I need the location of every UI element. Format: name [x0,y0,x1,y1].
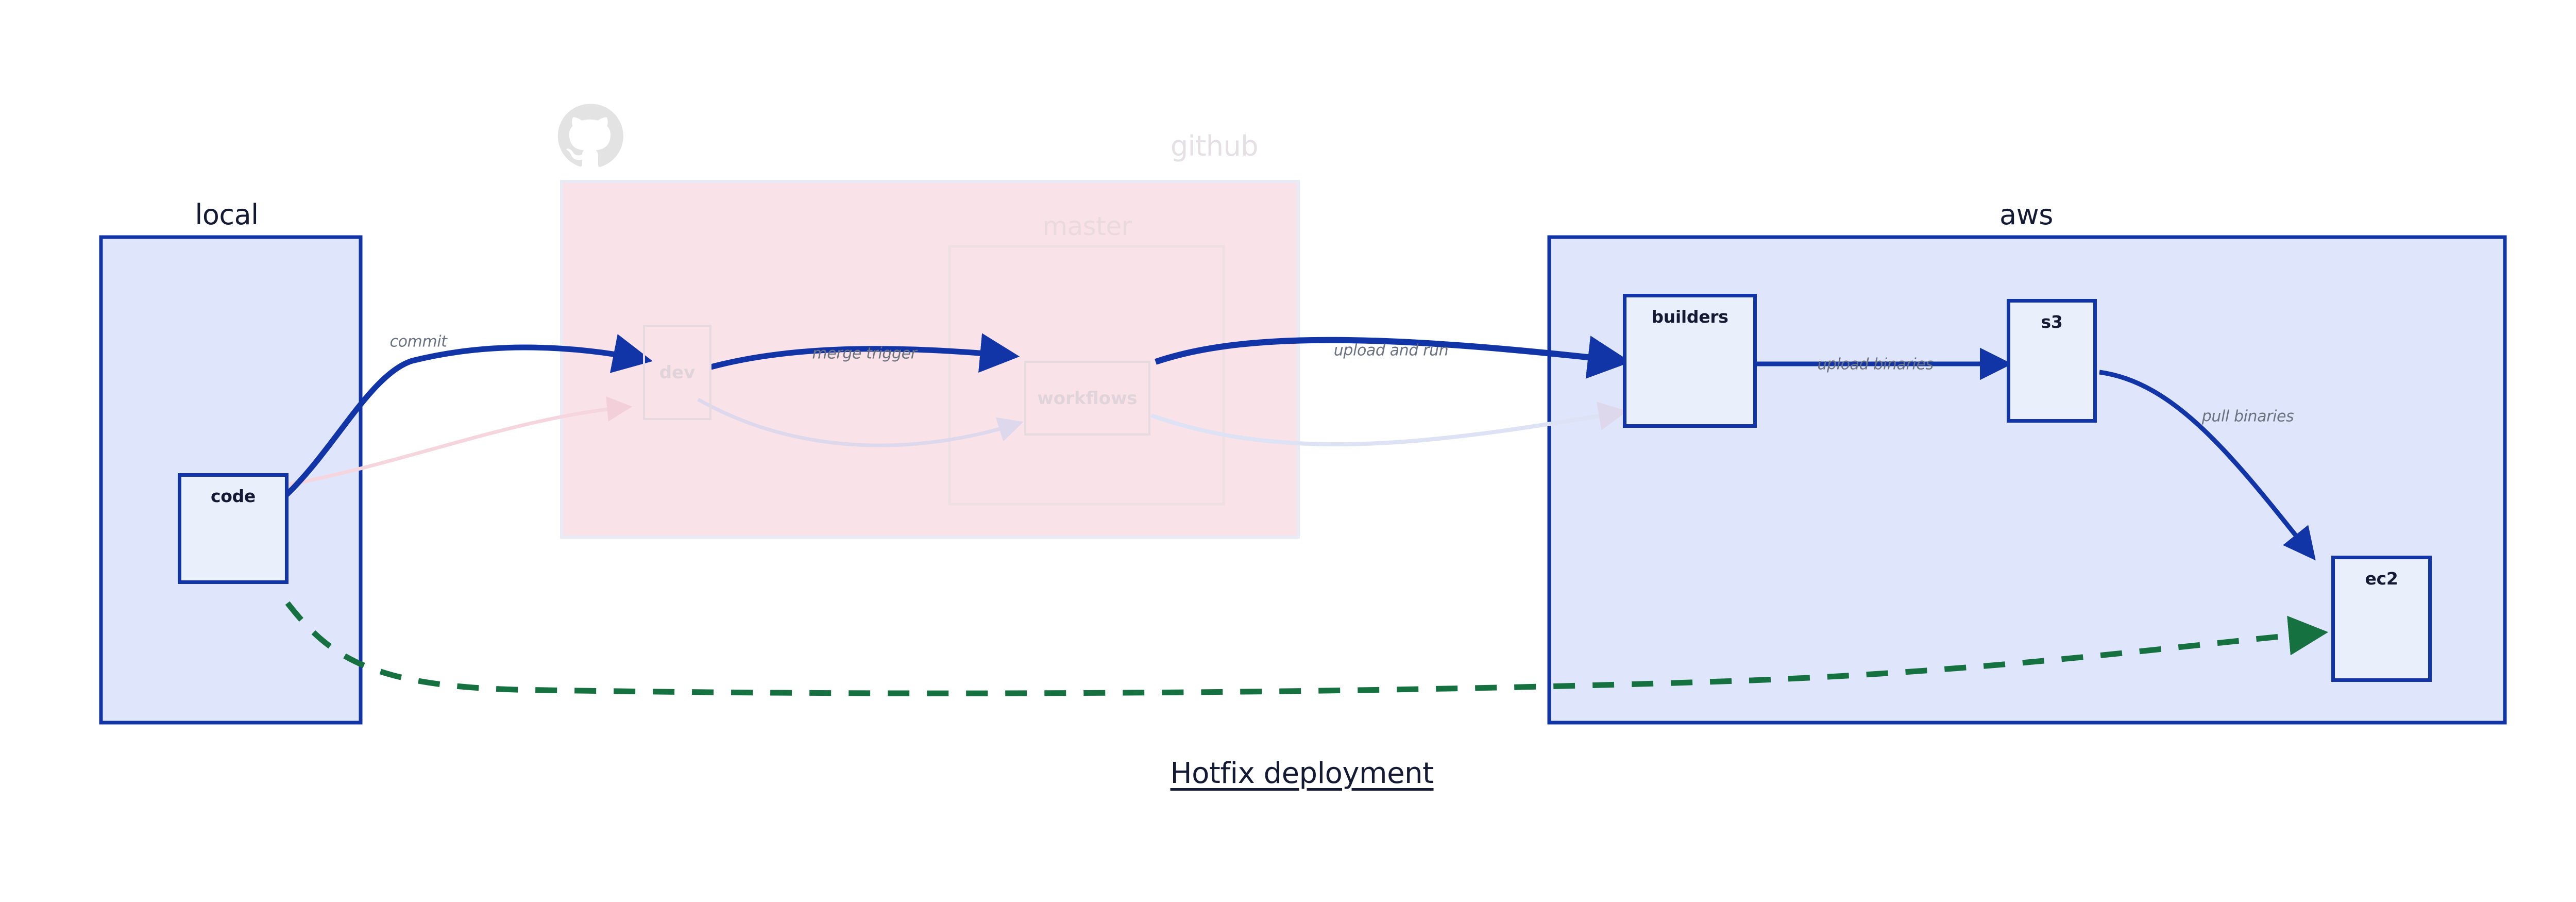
node-code[interactable]: code [178,473,289,584]
node-ec2-icon-slot [2359,596,2404,645]
node-builders[interactable]: builders [1623,294,1757,428]
group-master [948,245,1225,506]
edge-faded-code-dev [288,396,633,487]
edge-pull-binaries [2099,370,2316,561]
edge-faded-workflows-builders [1150,402,1628,446]
github-octocat-icon [557,104,623,167]
group-label-github: github [1170,130,1259,162]
group-github [560,180,1300,539]
node-builders-icon-slot [1656,334,1724,402]
faded-edges [288,396,1628,487]
edge-label-upload-binaries: upload binaries [1817,355,1934,374]
node-ec2[interactable]: ec2 [2331,556,2432,682]
node-ec2-label: ec2 [2365,569,2398,589]
diagram-title: Hotfix deployment [1170,757,1434,790]
group-label-master: master [1042,211,1132,241]
edge-hotfix-direct [285,601,2329,696]
node-dev[interactable]: dev [643,325,711,420]
edge-label-commit: commit [389,332,447,351]
group-label-local: local [195,198,259,231]
node-s3[interactable]: s3 [2007,299,2097,423]
edge-commit [284,334,653,497]
node-builders-label: builders [1651,307,1728,327]
node-workflows-label: workflows [1037,388,1138,409]
edge-label-pull-binaries: pull binaries [2201,407,2294,426]
hotfix-dashed-edge [285,601,2329,696]
edge-merge-trigger [710,333,1020,373]
node-s3-label: s3 [2041,312,2063,332]
group-label-aws: aws [1999,198,2053,231]
edge-label-upload-and-run: upload and run [1333,341,1449,360]
edge-label-merge-trigger: merge trigger [812,344,917,363]
node-dev-label: dev [659,362,696,383]
main-edges [284,333,2316,561]
node-code-label: code [210,486,256,506]
edge-upload-and-run [1155,336,1631,379]
node-s3-icon-slot [2029,339,2075,383]
node-code-icon-slot [205,513,262,580]
edge-faded-dev-workflows [697,397,1024,447]
node-workflows[interactable]: workflows [1024,361,1150,436]
